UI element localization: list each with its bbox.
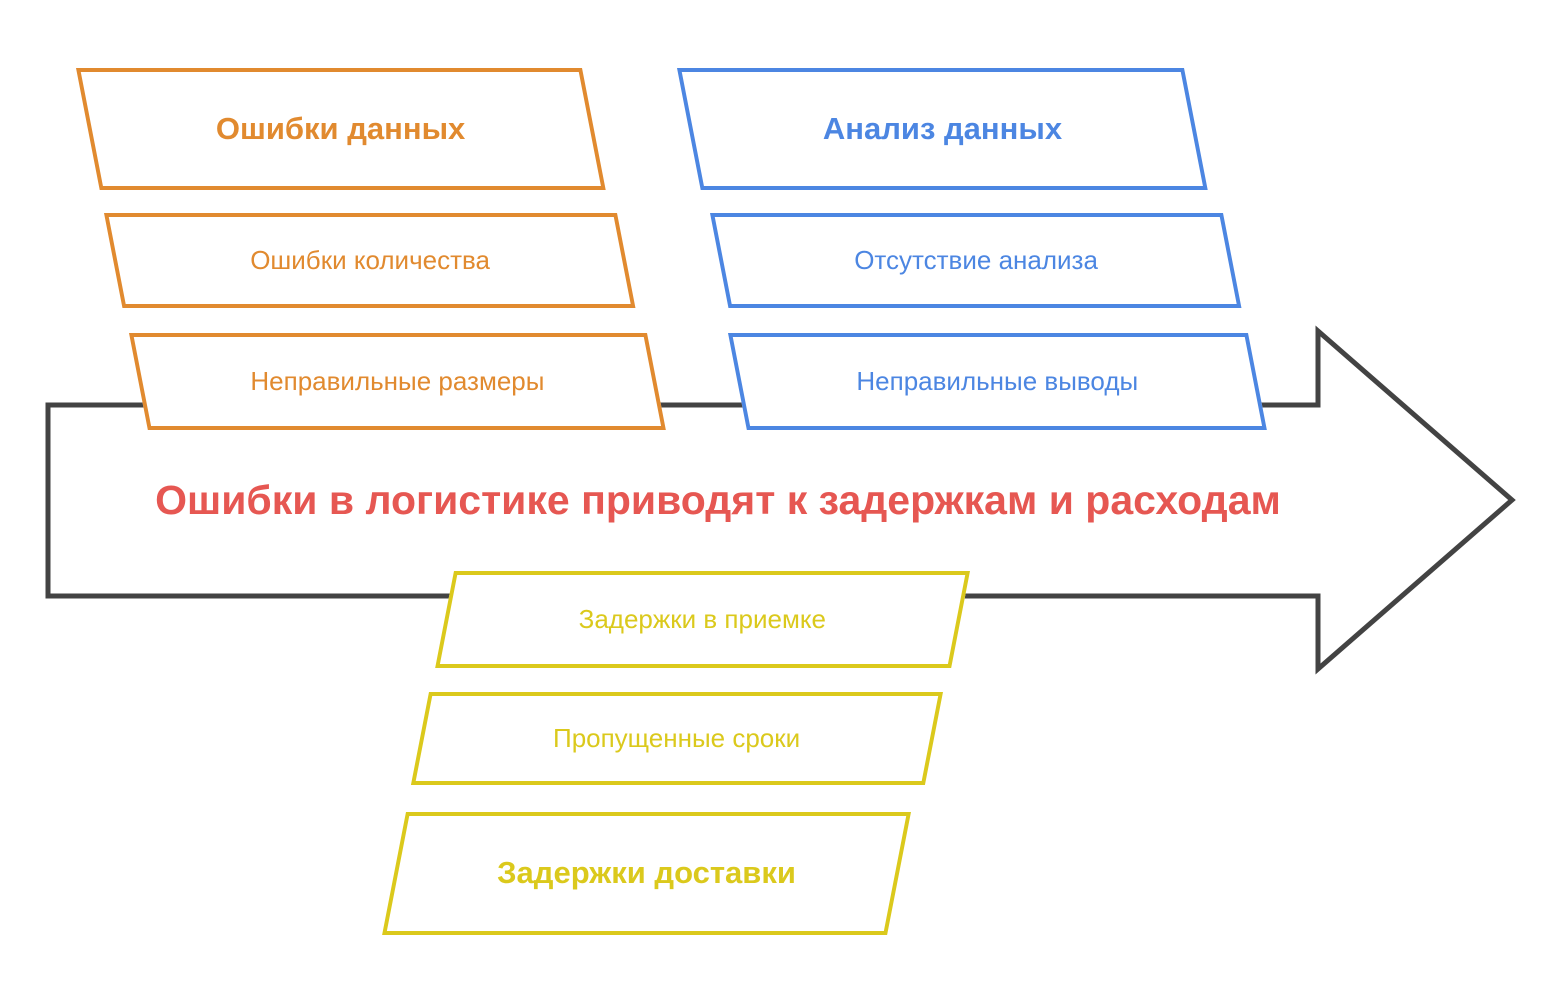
category-header-data-analysis: Анализ данных (677, 68, 1208, 190)
cause-wrong-conclusions: Неправильные выводы (728, 333, 1267, 430)
cause-missing-analysis: Отсутствие анализа (710, 213, 1242, 308)
effect-missed-deadlines: Пропущенные сроки (410, 692, 944, 785)
effect-receiving-delays-label: Задержки в приемке (578, 604, 827, 635)
cause-wrong-conclusions-label: Неправильные выводы (856, 366, 1139, 397)
cause-wrong-dimensions: Неправильные размеры (129, 333, 666, 430)
category-header-data-errors: Ошибки данных (76, 68, 606, 190)
category-header-delivery-delays: Задержки доставки (382, 812, 912, 935)
cause-wrong-dimensions-label: Неправильные размеры (250, 366, 545, 397)
cause-missing-analysis-label: Отсутствие анализа (853, 245, 1098, 276)
cause-quantity-errors-label: Ошибки количества (249, 245, 490, 276)
category-header-delivery-delays-label: Задержки доставки (497, 855, 796, 891)
cause-quantity-errors: Ошибки количества (104, 213, 636, 308)
effect-receiving-delays: Задержки в приемке (435, 571, 970, 668)
main-statement: Ошибки в логистике приводят к задержкам … (155, 477, 1281, 523)
effect-missed-deadlines-label: Пропущенные сроки (553, 723, 801, 754)
category-header-data-errors-label: Ошибки данных (216, 110, 466, 146)
category-header-data-analysis-label: Анализ данных (822, 110, 1062, 146)
